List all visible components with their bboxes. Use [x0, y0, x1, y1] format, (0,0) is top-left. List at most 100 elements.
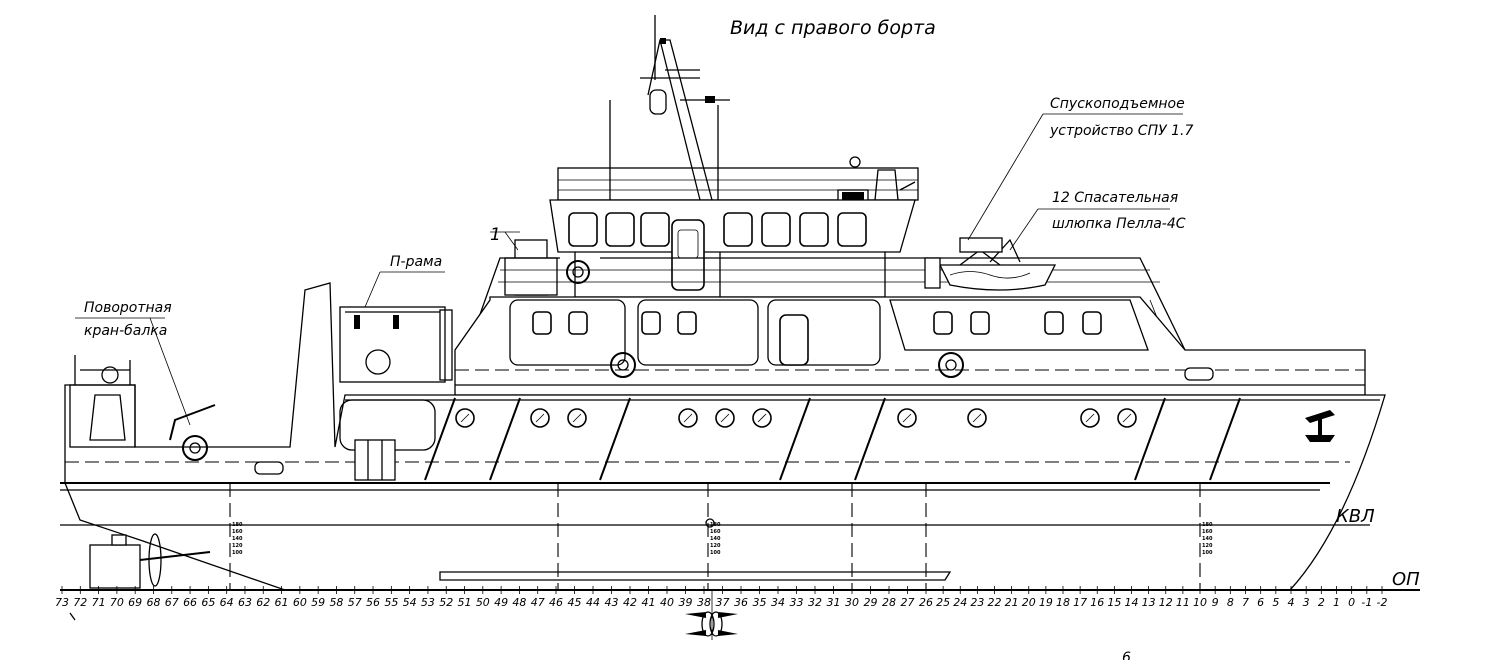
window: [677, 311, 697, 335]
porthole-glare: [757, 413, 767, 423]
frame-number: 17: [1073, 596, 1087, 609]
draft-mark-label: 100: [232, 550, 243, 556]
frame-number: 4: [1288, 596, 1295, 609]
frame-number: 27: [901, 596, 915, 609]
frame-number: 58: [329, 596, 343, 609]
draft-mark-label: 120: [710, 543, 721, 549]
window: [605, 212, 635, 247]
frame-number: 70: [110, 596, 124, 609]
launch-device-label-line2: устройство СПУ 1.7: [1049, 123, 1193, 139]
window: [761, 212, 791, 247]
draft-marks: 1801601401201001801601401201001801601401…: [232, 522, 1213, 556]
frame-number: 34: [771, 596, 785, 609]
window: [1082, 311, 1102, 335]
frame-number: 0: [1348, 596, 1355, 609]
leader-lines: Спускоподъемное устройство СПУ 1.7 12 Сп…: [967, 96, 1193, 251]
p-frame: П-рама: [339, 254, 453, 383]
frame-line: [854, 397, 886, 481]
frame-number: -1: [1361, 596, 1372, 609]
frame-number: 14: [1125, 596, 1139, 609]
frame-number: 47: [531, 596, 545, 609]
wheelhouse-windows: [568, 212, 867, 247]
hull-side-frames: [424, 397, 1241, 481]
lifeboat-label-line1: 12 Спасательная: [1052, 190, 1178, 206]
baseline-label: ОП: [1392, 569, 1420, 590]
lifeboat: [924, 237, 1057, 291]
frame-number: 22: [988, 596, 1002, 609]
davit-label-line1: Поворотная: [84, 300, 172, 316]
frame-number: 3: [1303, 596, 1310, 609]
frame-number: 18: [1056, 596, 1070, 609]
frame-number: 64: [220, 596, 234, 609]
frame-line: [424, 397, 456, 481]
frame-number: 41: [642, 596, 656, 609]
frame-number: 26: [919, 596, 933, 609]
frame-number: 10: [1193, 596, 1207, 609]
window: [568, 311, 588, 335]
frame-number: 13: [1142, 596, 1156, 609]
draft-mark-label: 100: [710, 550, 721, 556]
frame-number: 55: [384, 596, 398, 609]
midship-symbol: [685, 590, 738, 640]
window: [641, 311, 661, 335]
window: [640, 212, 670, 247]
porthole-glare: [460, 413, 470, 423]
porthole-glare: [1085, 413, 1095, 423]
draft-mark-label: 120: [232, 543, 243, 549]
lifeboat-label-line2: шлюпка Пелла-4С: [1052, 216, 1186, 232]
slewing-davit: Поворотная кран-балка: [69, 300, 216, 448]
frame-number: 9: [1212, 596, 1219, 609]
frame-number: 69: [128, 596, 142, 609]
p-frame-label: П-рама: [390, 254, 442, 270]
porthole-glare: [972, 413, 982, 423]
frame-number: 72: [73, 596, 87, 609]
frame-number: 50: [476, 596, 490, 609]
draft-mark-label: 140: [710, 536, 721, 542]
deckhouse-windows: [532, 311, 1102, 335]
frame-number: 44: [586, 596, 600, 609]
frame-number: -2: [1377, 596, 1388, 609]
porthole-glare: [535, 413, 545, 423]
davit-label-line2: кран-балка: [84, 323, 167, 339]
frame-number: 49: [494, 596, 508, 609]
frame-number: 62: [256, 596, 270, 609]
frame-number: 33: [790, 596, 804, 609]
frame-number: 67: [165, 596, 179, 609]
frame-number: 2: [1318, 596, 1325, 609]
frame-number: 19: [1039, 596, 1053, 609]
frame-line: [489, 397, 521, 481]
porthole-glare: [720, 413, 730, 423]
underwater-part: [60, 483, 1420, 591]
frame-number: 57: [348, 596, 362, 609]
frame-number: 39: [679, 596, 693, 609]
draft-mark-label: 100: [1202, 550, 1213, 556]
window: [837, 212, 867, 247]
window: [970, 311, 990, 335]
frame-number: 61: [275, 596, 289, 609]
porthole-glare: [902, 413, 912, 423]
frame-number: 25: [936, 596, 950, 609]
window: [532, 311, 552, 335]
frame-number: 30: [845, 596, 859, 609]
drawing-title: Вид с правого борта: [730, 17, 936, 39]
porthole-glare: [572, 413, 582, 423]
draft-mark-label: 140: [1202, 536, 1213, 542]
frame-number: 36: [734, 596, 748, 609]
frame-number: 29: [864, 596, 878, 609]
porthole-glare: [1122, 413, 1132, 423]
frame-number: 20: [1022, 596, 1036, 609]
frame-number: 37: [716, 596, 730, 609]
draft-mark-label: 120: [1202, 543, 1213, 549]
frame-number: 42: [623, 596, 637, 609]
porthole-glare: [683, 413, 693, 423]
frame-line: [1209, 397, 1241, 481]
frame-number: 31: [827, 596, 841, 609]
frame-line: [599, 397, 631, 481]
draft-mark-label: 140: [232, 536, 243, 542]
frame-number: 1: [1333, 596, 1340, 609]
frame-number: 28: [882, 596, 896, 609]
waterline-label: КВЛ: [1336, 506, 1375, 527]
draft-mark-label: 160: [232, 529, 243, 535]
